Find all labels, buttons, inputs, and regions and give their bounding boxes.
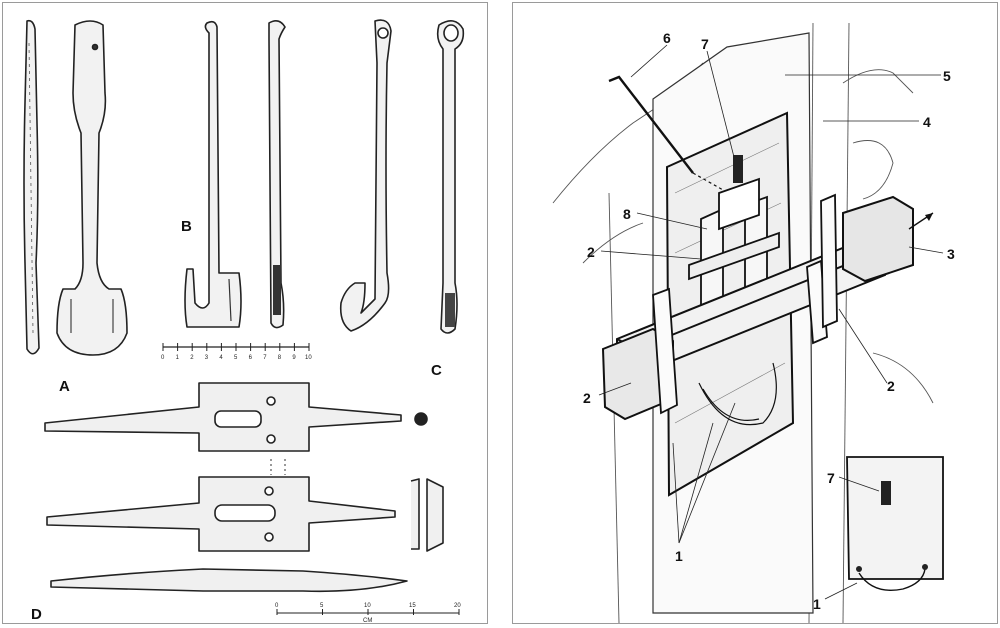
label-d: D	[31, 606, 42, 623]
lock-reconstruction: 6 7 5 4 8 2 3 2 2 1 7 1	[552, 22, 955, 624]
scale-bar-large: 0 5 10 15 20 CM	[275, 603, 461, 624]
scale2-tick: 10	[364, 603, 371, 609]
scale-tick: 3	[205, 355, 209, 361]
artifact-c-front-view	[339, 19, 392, 332]
scale2-tick: 0	[275, 603, 279, 609]
artifact-c-side-view	[436, 20, 465, 334]
artifact-d-section-view	[410, 478, 444, 552]
detail-plate	[846, 456, 944, 591]
artifact-drawings-panel: 0 1 2 3 4 5 6 7 8 9 10 0 5 10	[2, 2, 488, 624]
callout-8: 8	[623, 206, 631, 222]
callout-2-upper: 2	[587, 244, 595, 260]
scale-tick: 1	[176, 355, 180, 361]
artifact-a-side-view	[23, 19, 40, 355]
artifact-d-bar-bottom-view	[50, 568, 408, 593]
lock-reconstruction-panel: 6 7 5 4 8 2 3 2 2 1 7 1	[512, 2, 998, 624]
scale-tick: 4	[219, 355, 223, 361]
bolt-receiver-block	[842, 195, 914, 283]
label-c: C	[431, 362, 442, 379]
callout-2-left: 2	[583, 390, 591, 406]
callout-5: 5	[943, 68, 951, 84]
chain	[698, 362, 777, 426]
callout-1: 1	[675, 548, 683, 564]
strap-right	[820, 193, 838, 329]
keyhole-slot	[733, 155, 743, 183]
artifact-drawings: 0 1 2 3 4 5 6 7 8 9 10 0 5 10	[23, 19, 465, 624]
artifact-a-front-view	[56, 20, 128, 356]
scale-tick: 10	[305, 355, 312, 361]
callout-3: 3	[947, 246, 955, 262]
label-b: B	[181, 218, 192, 235]
strap-left	[652, 287, 678, 415]
callout-7-detail: 7	[827, 470, 835, 486]
callout-1-detail: 1	[813, 596, 821, 612]
scale-tick: 9	[292, 355, 296, 361]
scale-bar-small: 0 1 2 3 4 5 6 7 8 9 10	[161, 343, 312, 361]
artifact-b-front-view	[184, 20, 242, 328]
callout-2-right: 2	[887, 378, 895, 394]
label-a: A	[59, 378, 70, 395]
callout-4: 4	[923, 114, 931, 130]
artifact-b-side-view	[268, 19, 286, 329]
scale-tick: 6	[249, 355, 253, 361]
scale-tick: 7	[263, 355, 267, 361]
tumbler-spring	[718, 177, 760, 231]
scale2-tick: 15	[409, 603, 416, 609]
scale-tick: 5	[234, 355, 238, 361]
scale-tick: 2	[190, 355, 194, 361]
scale2-tick: 5	[320, 603, 324, 609]
callout-6: 6	[663, 30, 671, 46]
scale-tick: 8	[278, 355, 282, 361]
scale2-unit: CM	[363, 618, 372, 624]
scale-tick: 0	[161, 355, 165, 361]
staple-upper	[688, 231, 780, 281]
callout-7: 7	[701, 36, 709, 52]
scale2-tick: 20	[454, 603, 461, 609]
